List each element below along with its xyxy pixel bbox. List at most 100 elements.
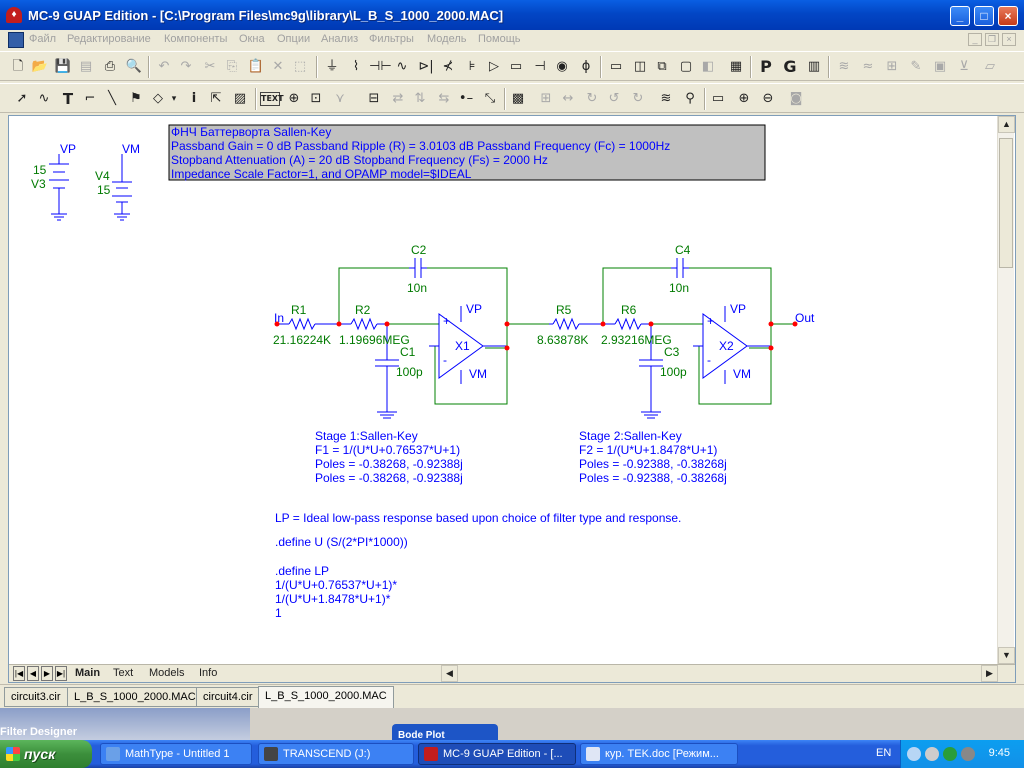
- pencil-icon[interactable]: ✎: [910, 59, 922, 74]
- scroll-up-icon[interactable]: ▲: [998, 116, 1015, 133]
- mdi-restore-icon[interactable]: ❐: [985, 33, 999, 46]
- tab-main[interactable]: Main: [75, 667, 101, 679]
- resistor-icon[interactable]: ⌇: [352, 59, 360, 74]
- text-tool-icon[interactable]: T: [62, 90, 74, 108]
- probe-wave-icon[interactable]: ≈: [862, 59, 874, 74]
- c3-capacitor[interactable]: [639, 324, 663, 419]
- language-indicator[interactable]: EN: [876, 747, 892, 759]
- tray-speaker-icon[interactable]: [961, 747, 975, 761]
- pin-marker-icon[interactable]: ⋎: [335, 91, 345, 106]
- shapes-dropdown-icon[interactable]: ▾: [171, 94, 177, 104]
- attribute-icon[interactable]: ⊡: [310, 91, 322, 106]
- select-all-icon[interactable]: ⬚: [293, 59, 307, 74]
- c4-capacitor[interactable]: [671, 258, 689, 278]
- paste-icon[interactable]: 📋: [247, 59, 265, 74]
- mdi-minimize-icon[interactable]: _: [968, 33, 982, 46]
- tile-icon[interactable]: ▢: [679, 59, 693, 74]
- subckt-icon[interactable]: ▭: [509, 59, 523, 74]
- window-split-v-icon[interactable]: ◫: [633, 59, 647, 74]
- scroll-left-icon[interactable]: ◀: [441, 665, 458, 682]
- calculator-icon[interactable]: ▦: [729, 59, 743, 74]
- box-icon[interactable]: ▣: [933, 59, 947, 74]
- probe-arrow-icon[interactable]: ⤡: [484, 91, 496, 106]
- menu-help[interactable]: Помощь: [478, 33, 521, 45]
- tray-arrow-icon[interactable]: [907, 747, 921, 761]
- tab-text[interactable]: Text: [113, 667, 134, 679]
- scroll-down-icon[interactable]: ▼: [998, 647, 1015, 664]
- title-bar[interactable]: ♦ MC-9 GUAP Edition - [C:\Program Files\…: [0, 0, 1024, 30]
- r2-resistor[interactable]: [339, 317, 389, 331]
- redo-icon[interactable]: ↷: [180, 59, 192, 74]
- cascade-icon[interactable]: ⧉: [657, 59, 667, 74]
- tray-shield-icon[interactable]: [943, 747, 957, 761]
- open-folder-icon[interactable]: 📂: [31, 59, 49, 74]
- scroll-right-icon[interactable]: ▶: [981, 665, 998, 682]
- mirror-right-icon[interactable]: ↻: [632, 91, 644, 106]
- vi-icon[interactable]: ⊻: [959, 59, 969, 74]
- zoom-out-icon[interactable]: ⊖: [762, 91, 774, 106]
- maximize-button[interactable]: □: [974, 6, 994, 26]
- vertical-scrollbar[interactable]: ▲ ▼: [997, 116, 1015, 664]
- tab-info[interactable]: Info: [199, 667, 218, 679]
- undo-icon[interactable]: ↶: [158, 59, 170, 74]
- delete-icon[interactable]: ✕: [272, 59, 284, 74]
- global-g-icon[interactable]: G: [783, 57, 797, 76]
- help-pointer-icon[interactable]: ⇱: [210, 91, 222, 106]
- document-icon[interactable]: [8, 32, 24, 48]
- opamp-x1[interactable]: [429, 306, 507, 384]
- menu-windows[interactable]: Окна: [239, 33, 265, 45]
- doc-tab-lbs-1[interactable]: L_B_S_1000_2000.MAC: [67, 687, 203, 707]
- rotate-icon[interactable]: ↻: [586, 91, 598, 106]
- wire-mode-icon[interactable]: •–•: [458, 91, 474, 126]
- start-button[interactable]: пуск: [0, 740, 92, 768]
- opamp-x2[interactable]: [693, 306, 771, 384]
- save-all-icon[interactable]: ▤: [79, 59, 93, 74]
- task-transcend[interactable]: TRANSCEND (J:): [258, 743, 414, 765]
- cut-icon[interactable]: ✂: [204, 59, 216, 74]
- mdi-close-icon[interactable]: ×: [1002, 33, 1016, 46]
- colors-icon[interactable]: ▨: [233, 91, 247, 106]
- camera-icon[interactable]: ◙: [789, 91, 803, 106]
- copy-icon[interactable]: ⎘: [226, 59, 238, 74]
- bode-plot-window[interactable]: Bode Plot: [392, 724, 498, 741]
- component-editor-icon[interactable]: ▩: [511, 91, 525, 106]
- menu-model[interactable]: Модель: [427, 33, 467, 45]
- new-file-icon[interactable]: 🗋: [12, 59, 24, 74]
- filter-designer-window[interactable]: Filter Designer: [0, 708, 250, 740]
- graph-icon[interactable]: ⊞: [886, 59, 898, 74]
- npn-transistor-icon[interactable]: ⊀: [442, 59, 454, 74]
- tray-network-icon[interactable]: [925, 747, 939, 761]
- mosfet-icon[interactable]: ⊧: [468, 59, 476, 74]
- rotate-left-icon[interactable]: ↔: [562, 91, 574, 106]
- r1-resistor[interactable]: [277, 317, 339, 331]
- task-mathtype[interactable]: MathType - Untitled 1: [100, 743, 252, 765]
- doc-tab-circuit3[interactable]: circuit3.cir: [4, 687, 68, 707]
- capacitor-icon[interactable]: ⊣⊢: [369, 59, 392, 74]
- r5-resistor[interactable]: [549, 317, 603, 331]
- wire-icon[interactable]: ∿: [38, 91, 50, 106]
- menu-edit[interactable]: Редактирование: [67, 33, 151, 45]
- save-icon[interactable]: 💾: [54, 59, 72, 74]
- select-arrow-icon[interactable]: ➚: [16, 91, 28, 106]
- first-page-icon[interactable]: |◀: [13, 666, 25, 681]
- find-binoculars-icon[interactable]: ⚲: [685, 91, 695, 106]
- opamp-icon[interactable]: ▷: [489, 59, 499, 74]
- grid-icon[interactable]: ⊟: [368, 91, 380, 106]
- shapes-icon[interactable]: ◇: [153, 91, 163, 106]
- c2-capacitor[interactable]: [409, 258, 427, 278]
- battery-icon[interactable]: ⊣: [534, 59, 546, 74]
- next-page-icon[interactable]: ▶: [41, 666, 53, 681]
- last-page-icon[interactable]: ▶|: [55, 666, 67, 681]
- supply-v4[interactable]: [112, 154, 132, 221]
- c1-capacitor[interactable]: [375, 324, 399, 419]
- flag-icon[interactable]: ⚑: [130, 91, 142, 106]
- flip-icon[interactable]: ⇅: [414, 91, 426, 106]
- doc-tab-lbs-2[interactable]: L_B_S_1000_2000.MAC: [258, 686, 394, 708]
- supply-v3[interactable]: [49, 154, 69, 221]
- close-button[interactable]: ×: [998, 6, 1018, 26]
- menu-analysis[interactable]: Анализ: [321, 33, 359, 45]
- page-icon[interactable]: ◧: [701, 59, 715, 74]
- step-icon[interactable]: ⊞: [540, 91, 552, 106]
- print-icon[interactable]: ⎙: [104, 59, 116, 74]
- mirror-left-icon[interactable]: ↺: [608, 91, 620, 106]
